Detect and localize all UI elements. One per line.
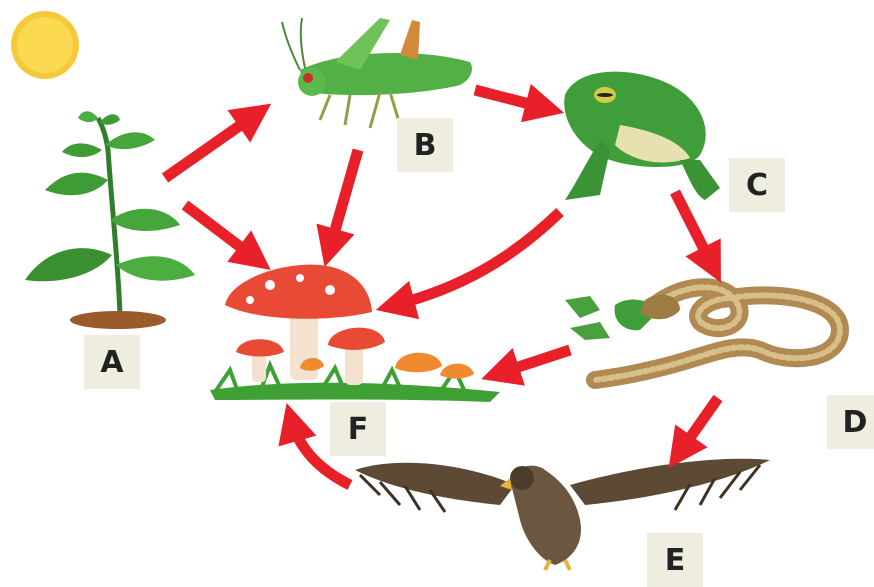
- label-b: B: [397, 118, 453, 172]
- grasshopper-icon: [282, 18, 472, 128]
- arrow-b-to-f: [330, 150, 358, 248]
- snake-icon: [565, 287, 840, 380]
- frog-icon: [564, 72, 720, 200]
- arrow-c-to-f: [395, 212, 560, 305]
- label-f: F: [330, 402, 386, 456]
- arrow-a-to-f: [185, 205, 255, 258]
- label-d: D: [827, 395, 874, 449]
- label-c: C: [729, 158, 785, 212]
- arrow-d-to-f: [500, 350, 570, 373]
- arrow-c-to-d: [675, 192, 712, 265]
- arrow-a-to-b: [165, 115, 255, 178]
- eagle-icon: [355, 459, 770, 570]
- arrow-d-to-e: [680, 398, 718, 452]
- plant-icon: [25, 111, 195, 329]
- label-e: E: [647, 533, 703, 587]
- arrow-b-to-c: [475, 90, 545, 108]
- label-a: A: [84, 335, 140, 389]
- sun-icon: [11, 11, 79, 79]
